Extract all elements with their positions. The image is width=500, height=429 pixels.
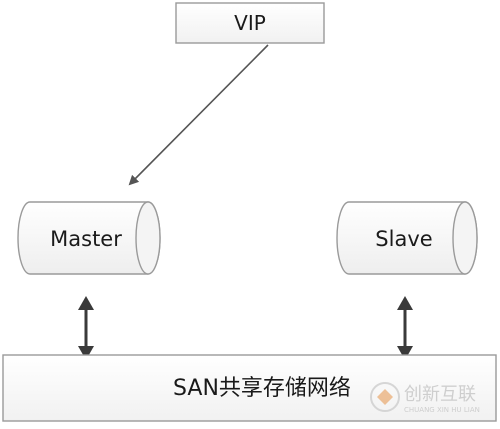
master-label: Master [50, 227, 122, 251]
san-label: SAN共享存储网络 [173, 376, 351, 401]
san-storage-network: SAN共享存储网络 [2, 354, 497, 422]
master-san-double-arrow [78, 296, 94, 360]
watermark-logo: 创新互联 CHUANG XIN HU LIAN [370, 382, 480, 414]
vip-to-master-arrow [128, 44, 269, 186]
watermark-brand: 创新互联 [404, 384, 476, 405]
slave-label: Slave [375, 227, 432, 251]
slave-san-double-arrow [397, 296, 413, 360]
master-node: Master [17, 201, 161, 275]
vip-label: VIP [234, 11, 266, 35]
vip-node: VIP [175, 2, 325, 44]
watermark-subtext: CHUANG XIN HU LIAN [404, 406, 480, 414]
logo-icon [370, 382, 400, 412]
slave-node: Slave [336, 201, 478, 275]
